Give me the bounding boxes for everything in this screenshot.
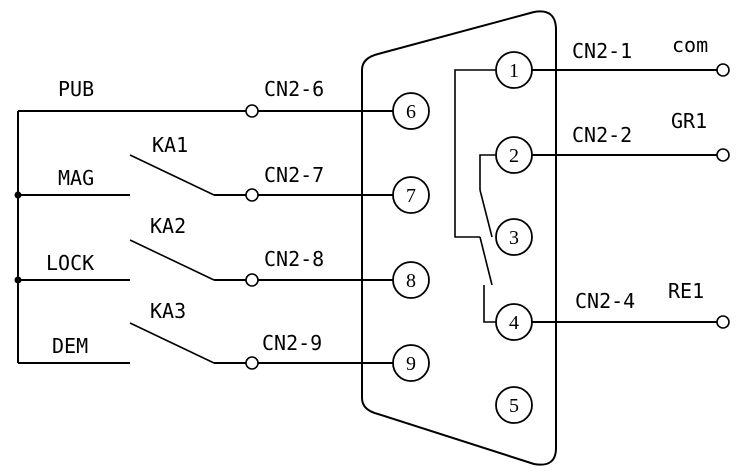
ka2-contact bbox=[129, 239, 215, 281]
output-label-com: com bbox=[672, 33, 708, 57]
connector-label-cn2-9: CN2-9 bbox=[262, 331, 322, 355]
signal-label-lock: LOCK bbox=[46, 251, 94, 275]
signal-label-dem: DEM bbox=[52, 334, 88, 358]
contact-label-ka1: KA1 bbox=[152, 133, 188, 157]
contact-label-ka3: KA3 bbox=[150, 299, 186, 323]
pin-6-label: 6 bbox=[406, 101, 416, 123]
connector-label-cn2-8: CN2-8 bbox=[264, 247, 324, 271]
signal-label-pub: PUB bbox=[58, 77, 94, 101]
connector-shell bbox=[361, 10, 557, 466]
pin-1 bbox=[495, 51, 533, 89]
pin-5 bbox=[495, 386, 533, 424]
pin-5-label: 5 bbox=[509, 395, 519, 417]
relay-contact-lower bbox=[479, 236, 493, 286]
terminal-gr1 bbox=[716, 148, 730, 162]
pin-2-label: 2 bbox=[509, 145, 519, 167]
output-label-gr1: GR1 bbox=[671, 109, 707, 133]
contact-label-ka2: KA2 bbox=[150, 214, 186, 238]
pin-7 bbox=[392, 176, 430, 214]
output-label-re1: RE1 bbox=[668, 279, 704, 303]
ka3-contact bbox=[129, 322, 215, 364]
connector-label-cn2-7: CN2-7 bbox=[264, 163, 324, 187]
pin-9 bbox=[392, 344, 430, 382]
signal-label-mag: MAG bbox=[58, 166, 94, 190]
relay-nc-wire bbox=[483, 285, 496, 323]
pin-1-label: 1 bbox=[509, 60, 519, 82]
relay-common-wire bbox=[454, 69, 496, 238]
connector-label-cn2-6: CN2-6 bbox=[264, 77, 324, 101]
terminal-com bbox=[716, 63, 730, 77]
pin-3 bbox=[495, 218, 533, 256]
pin-3-label: 3 bbox=[509, 227, 519, 249]
pin-7-label: 7 bbox=[406, 185, 416, 207]
pin-8 bbox=[392, 261, 430, 299]
pin-8-label: 8 bbox=[406, 270, 416, 292]
pin-4-label: 4 bbox=[509, 312, 519, 334]
connector-label-cn2-2: CN2-2 bbox=[572, 123, 632, 147]
ka1-contact bbox=[129, 154, 215, 196]
pin-2 bbox=[495, 136, 533, 174]
terminal-cn2-8 bbox=[245, 273, 259, 287]
terminal-re1 bbox=[716, 315, 730, 329]
terminal-cn2-7 bbox=[245, 188, 259, 202]
pin-4 bbox=[495, 303, 533, 341]
pin-9-label: 9 bbox=[406, 353, 416, 375]
relay-contact-upper bbox=[479, 189, 493, 238]
terminal-cn2-9 bbox=[245, 356, 259, 370]
terminal-cn2-6 bbox=[245, 104, 259, 118]
connector-label-cn2-4: CN2-4 bbox=[575, 289, 635, 313]
pin-6 bbox=[392, 92, 430, 130]
connector-label-cn2-1: CN2-1 bbox=[572, 39, 632, 63]
relay-no-wire bbox=[479, 154, 496, 190]
